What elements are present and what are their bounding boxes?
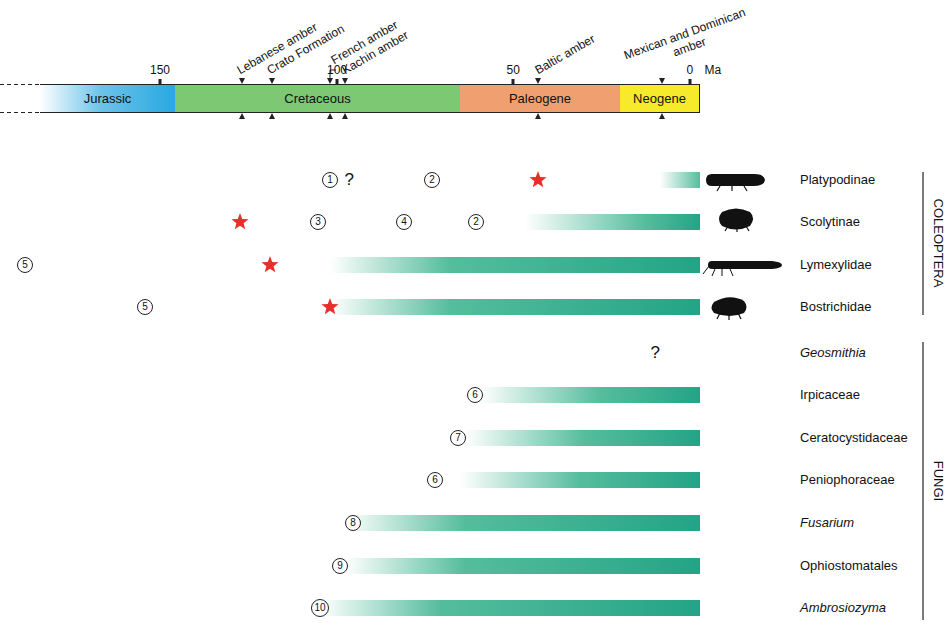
reference-circle: 6	[467, 387, 483, 403]
taxon-name: Ceratocystidaceae	[800, 431, 908, 446]
node-text: Cretaceous	[284, 91, 350, 106]
node-text: 5	[22, 260, 28, 270]
range-bar	[345, 515, 700, 531]
taxon-name: Geosmithia	[800, 346, 866, 361]
taxon-name: Lymexylidae	[800, 258, 872, 273]
node-text: 2	[429, 175, 435, 185]
reference-circle: 1	[322, 172, 338, 188]
period-band: Neogene	[620, 84, 700, 113]
fossil-star	[321, 298, 338, 314]
reference-circle: 8	[345, 515, 361, 531]
uncertain-mark: ?	[345, 170, 354, 190]
node-text: 4	[401, 217, 407, 227]
deposit-label: Baltic amber	[533, 32, 598, 77]
reference-circle: 7	[450, 430, 466, 446]
group-label: FUNGI	[931, 461, 946, 501]
node-text: 3	[315, 217, 321, 227]
range-bars	[320, 172, 700, 616]
fossil-star	[261, 256, 278, 272]
node-text: 9	[337, 561, 343, 571]
period-band: Cretaceous	[175, 84, 461, 113]
scale-unit: Ma	[705, 64, 722, 78]
taxon-name: Ophiostomatales	[800, 559, 898, 574]
node-text: 5	[142, 302, 148, 312]
reference-circle: 3	[310, 214, 326, 230]
range-bar	[480, 387, 700, 403]
range-bar	[460, 472, 700, 488]
reference-circle: 5	[137, 299, 153, 315]
axis-dashes	[0, 85, 40, 113]
range-bar	[660, 172, 700, 188]
fossil-star	[231, 213, 248, 229]
uncertain-mark: ?	[651, 343, 660, 363]
reference-circle: 6	[427, 472, 443, 488]
range-bar	[320, 600, 700, 616]
range-bar	[330, 299, 700, 315]
taxon-name: Scolytinae	[800, 215, 860, 230]
scale-number: 50	[507, 64, 520, 78]
node-text: 2	[473, 217, 479, 227]
group-brackets	[922, 172, 923, 620]
period-band: Paleogene	[460, 84, 621, 113]
fossil-stars	[231, 171, 546, 314]
scale-number: 150	[150, 64, 170, 78]
node-text: 10	[314, 603, 325, 613]
reference-circle: 10	[311, 599, 329, 617]
range-bar	[345, 558, 700, 574]
scale-number: 0	[687, 64, 694, 78]
reference-circle: 2	[468, 214, 484, 230]
range-bar	[525, 214, 700, 230]
node-text: 8	[350, 518, 356, 528]
beetle-silhouettes	[703, 174, 782, 320]
taxon-name: Fusarium	[800, 516, 854, 531]
node-text: Jurassic	[84, 91, 132, 106]
range-bar	[465, 430, 700, 446]
group-label: COLEOPTERA	[931, 199, 946, 288]
node-text: 1	[327, 175, 333, 185]
reference-circle: 9	[332, 558, 348, 574]
node-text: Paleogene	[509, 91, 571, 106]
reference-circle: 4	[396, 214, 412, 230]
reference-circle: 2	[424, 172, 440, 188]
taxon-name: Irpicaceae	[800, 388, 860, 403]
node-text: Neogene	[633, 91, 686, 106]
taxon-name: Peniophoraceae	[800, 473, 895, 488]
node-text: 7	[455, 433, 461, 443]
node-text: 6	[432, 475, 438, 485]
period-band: Jurassic	[40, 84, 176, 113]
node-text: 6	[472, 390, 478, 400]
taxon-name: Ambrosiozyma	[800, 601, 886, 616]
taxon-name: Platypodinae	[800, 173, 875, 188]
reference-circle: 5	[17, 257, 33, 273]
range-bar	[330, 257, 700, 273]
taxon-name: Bostrichidae	[800, 300, 872, 315]
fossil-star	[529, 171, 546, 187]
